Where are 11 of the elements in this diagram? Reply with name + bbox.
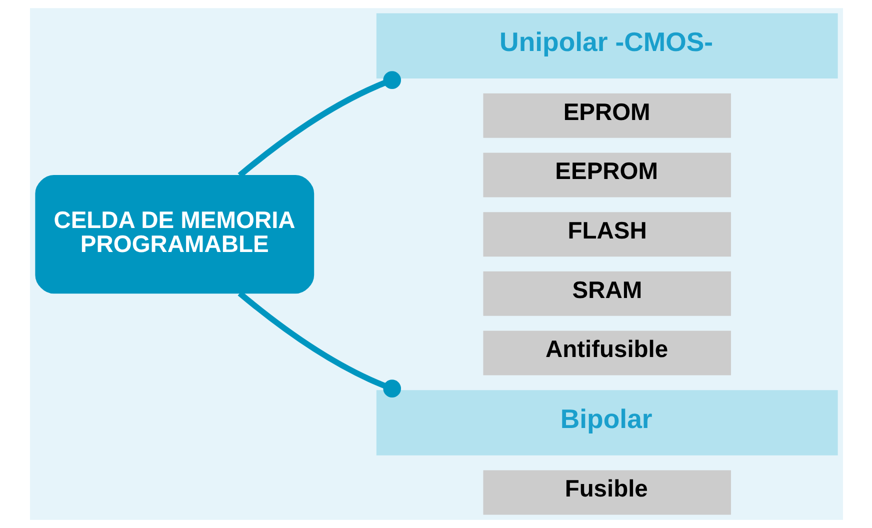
node-box: Unipolar -CMOS- (376, 13, 838, 79)
node-box: Bipolar (376, 390, 838, 456)
node-box: EPROM (482, 93, 730, 138)
node-box: FLASH (482, 212, 730, 257)
node-box: Antifusible (482, 330, 730, 376)
node-box: EEPROM (482, 152, 730, 198)
node-box: CELDA DE MEMORIA PROGRAMABLE (34, 174, 314, 294)
connector (237, 290, 400, 398)
node-box: Fusible (482, 470, 730, 515)
node-box: SRAM (482, 271, 730, 316)
connector (237, 71, 400, 178)
